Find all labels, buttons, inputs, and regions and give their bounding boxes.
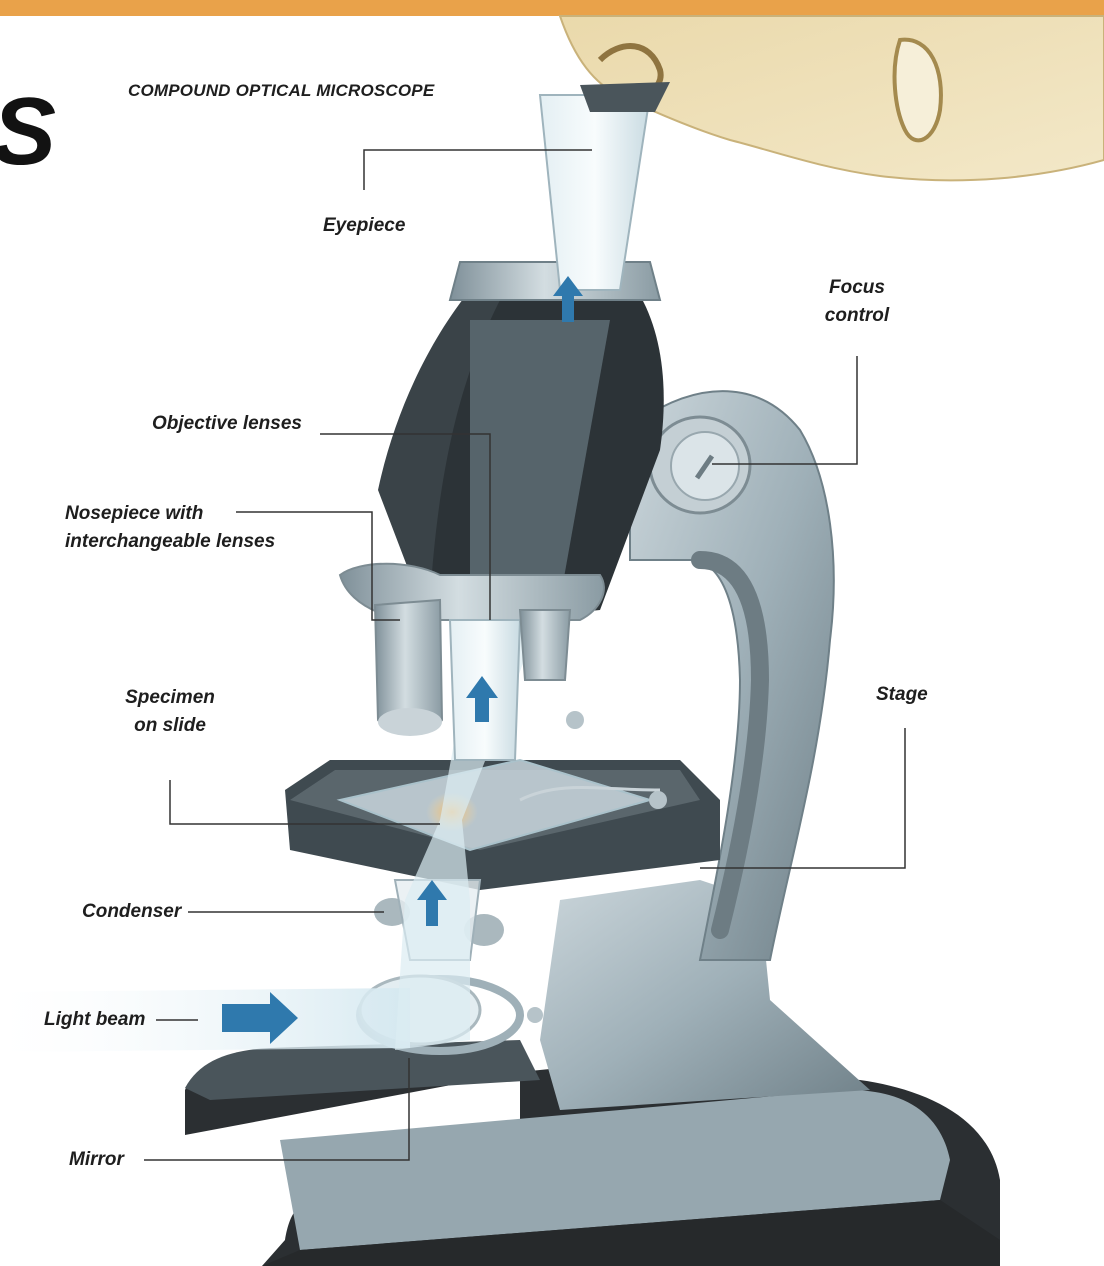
eyepiece-tube (540, 95, 650, 290)
heading-fragment: S (0, 84, 56, 180)
label-objective-lenses: Objective lenses (152, 410, 302, 438)
mirror-screw (527, 1007, 543, 1023)
label-condenser: Condenser (82, 898, 181, 926)
eyepiece-cup (580, 82, 670, 112)
label-nosepiece: Nosepiece with interchangeable lenses (65, 500, 275, 556)
objective-lens-left-tip (378, 708, 442, 736)
pillar (540, 880, 870, 1110)
diagram-title: COMPOUND OPTICAL MICROSCOPE (128, 77, 434, 105)
label-specimen: Specimen on slide (100, 684, 240, 740)
label-focus-control: Focus control (812, 274, 902, 330)
objective-lens-right (520, 610, 570, 680)
label-light-beam: Light beam (44, 1006, 145, 1034)
label-mirror: Mirror (69, 1146, 124, 1174)
stage-clip-screw-1 (566, 711, 584, 729)
label-eyepiece: Eyepiece (323, 212, 405, 240)
label-stage: Stage (876, 681, 928, 709)
top-band (0, 0, 1104, 16)
stage-clip-screw-2 (649, 791, 667, 809)
